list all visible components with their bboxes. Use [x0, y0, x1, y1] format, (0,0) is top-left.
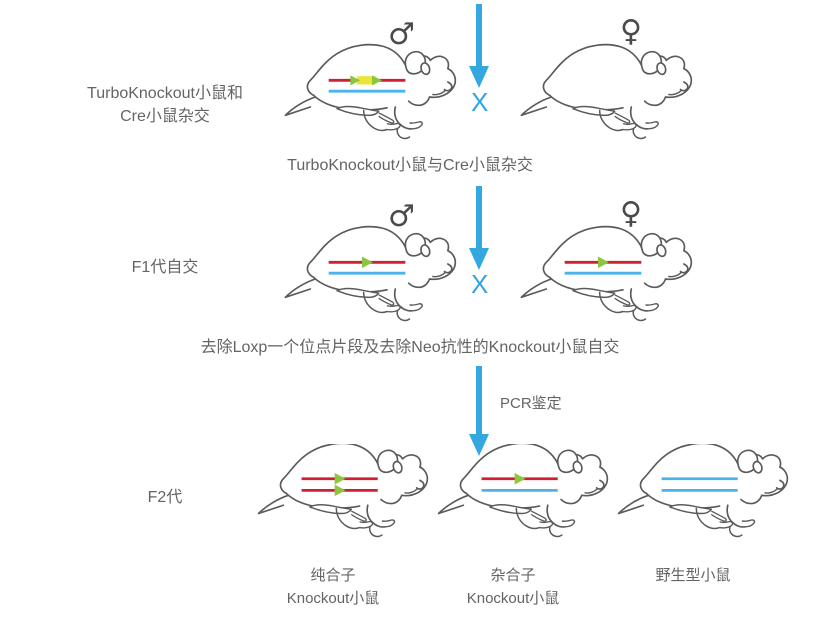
row-label-f2-line1: F2代	[147, 489, 183, 506]
mouse-f2-homozygous-drawing	[257, 442, 429, 538]
f2-label-wildtype: 野生型小鼠	[608, 565, 778, 588]
arrow-f1-selfing	[466, 186, 492, 277]
row-label-f1: F1代自交	[70, 256, 260, 279]
f2-label-homozygous-line1: 纯合子	[310, 567, 356, 584]
f2-label-heterozygous: 杂合子 Knockout小鼠	[428, 565, 598, 610]
row-label-p: TurboKnockout小鼠和 Cre小鼠杂交	[70, 82, 260, 128]
gene-locus-f2-wildtype	[661, 477, 738, 492]
arrow-pcr	[466, 366, 492, 463]
mouse-p-male-drawing	[284, 43, 457, 140]
gene-locus-p-male	[328, 75, 406, 93]
f2-label-heterozygous-line1: 杂合子	[490, 567, 536, 584]
f2-label-homozygous-line2: Knockout小鼠	[286, 589, 380, 607]
row-label-p-line2: Cre小鼠杂交	[120, 108, 210, 126]
mouse-f2-homozygous	[238, 442, 438, 540]
female-symbol-f1: ♀	[620, 196, 642, 231]
male-symbol-p: ♂	[388, 17, 415, 52]
mouse-f1-male	[262, 224, 477, 324]
row-label-f1-line1: F1代自交	[131, 259, 199, 276]
pcr-label: PCR鉴定	[500, 395, 562, 412]
mouse-f2-heterozygous-drawing	[437, 442, 609, 538]
mouse-f1-female-drawing	[520, 225, 693, 322]
caption-cross-1: TurboKnockout小鼠与Cre小鼠杂交	[287, 157, 533, 174]
gene-locus-f2-heterozygous	[481, 472, 558, 492]
caption-cross-2: 去除Loxp一个位点片段及去除Neo抗性的Knockout小鼠自交	[200, 339, 620, 356]
row-label-p-line1: TurboKnockout小鼠和	[87, 85, 243, 102]
female-symbol-p: ♀	[620, 14, 642, 49]
f2-label-wildtype-line1: 野生型小鼠	[655, 567, 731, 584]
gene-locus-f1-female	[564, 256, 642, 275]
gene-locus-f1-male	[328, 256, 406, 275]
male-symbol-f1: ♂	[388, 199, 415, 234]
mouse-f2-wildtype	[598, 442, 798, 540]
row-label-f2: F2代	[85, 486, 245, 509]
down-arrow-icon	[469, 186, 489, 270]
mouse-p-female	[498, 42, 713, 142]
cross-mark-p: X	[471, 87, 489, 117]
mouse-f1-male-drawing	[284, 225, 457, 322]
mouse-p-male	[262, 42, 477, 142]
mouse-f1-female	[498, 224, 713, 324]
mouse-f2-wildtype-drawing	[617, 442, 789, 538]
cross-mark-f1: X	[471, 269, 489, 299]
arrow-p-to-f1	[466, 4, 492, 95]
f2-label-homozygous: 纯合子 Knockout小鼠	[248, 565, 418, 610]
down-arrow-icon	[469, 4, 489, 88]
mouse-f2-heterozygous	[418, 442, 618, 540]
gene-locus-f2-homozygous	[301, 472, 378, 497]
down-arrow-icon	[469, 366, 489, 456]
f2-label-heterozygous-line2: Knockout小鼠	[466, 589, 560, 607]
mouse-p-female-drawing	[520, 43, 693, 140]
